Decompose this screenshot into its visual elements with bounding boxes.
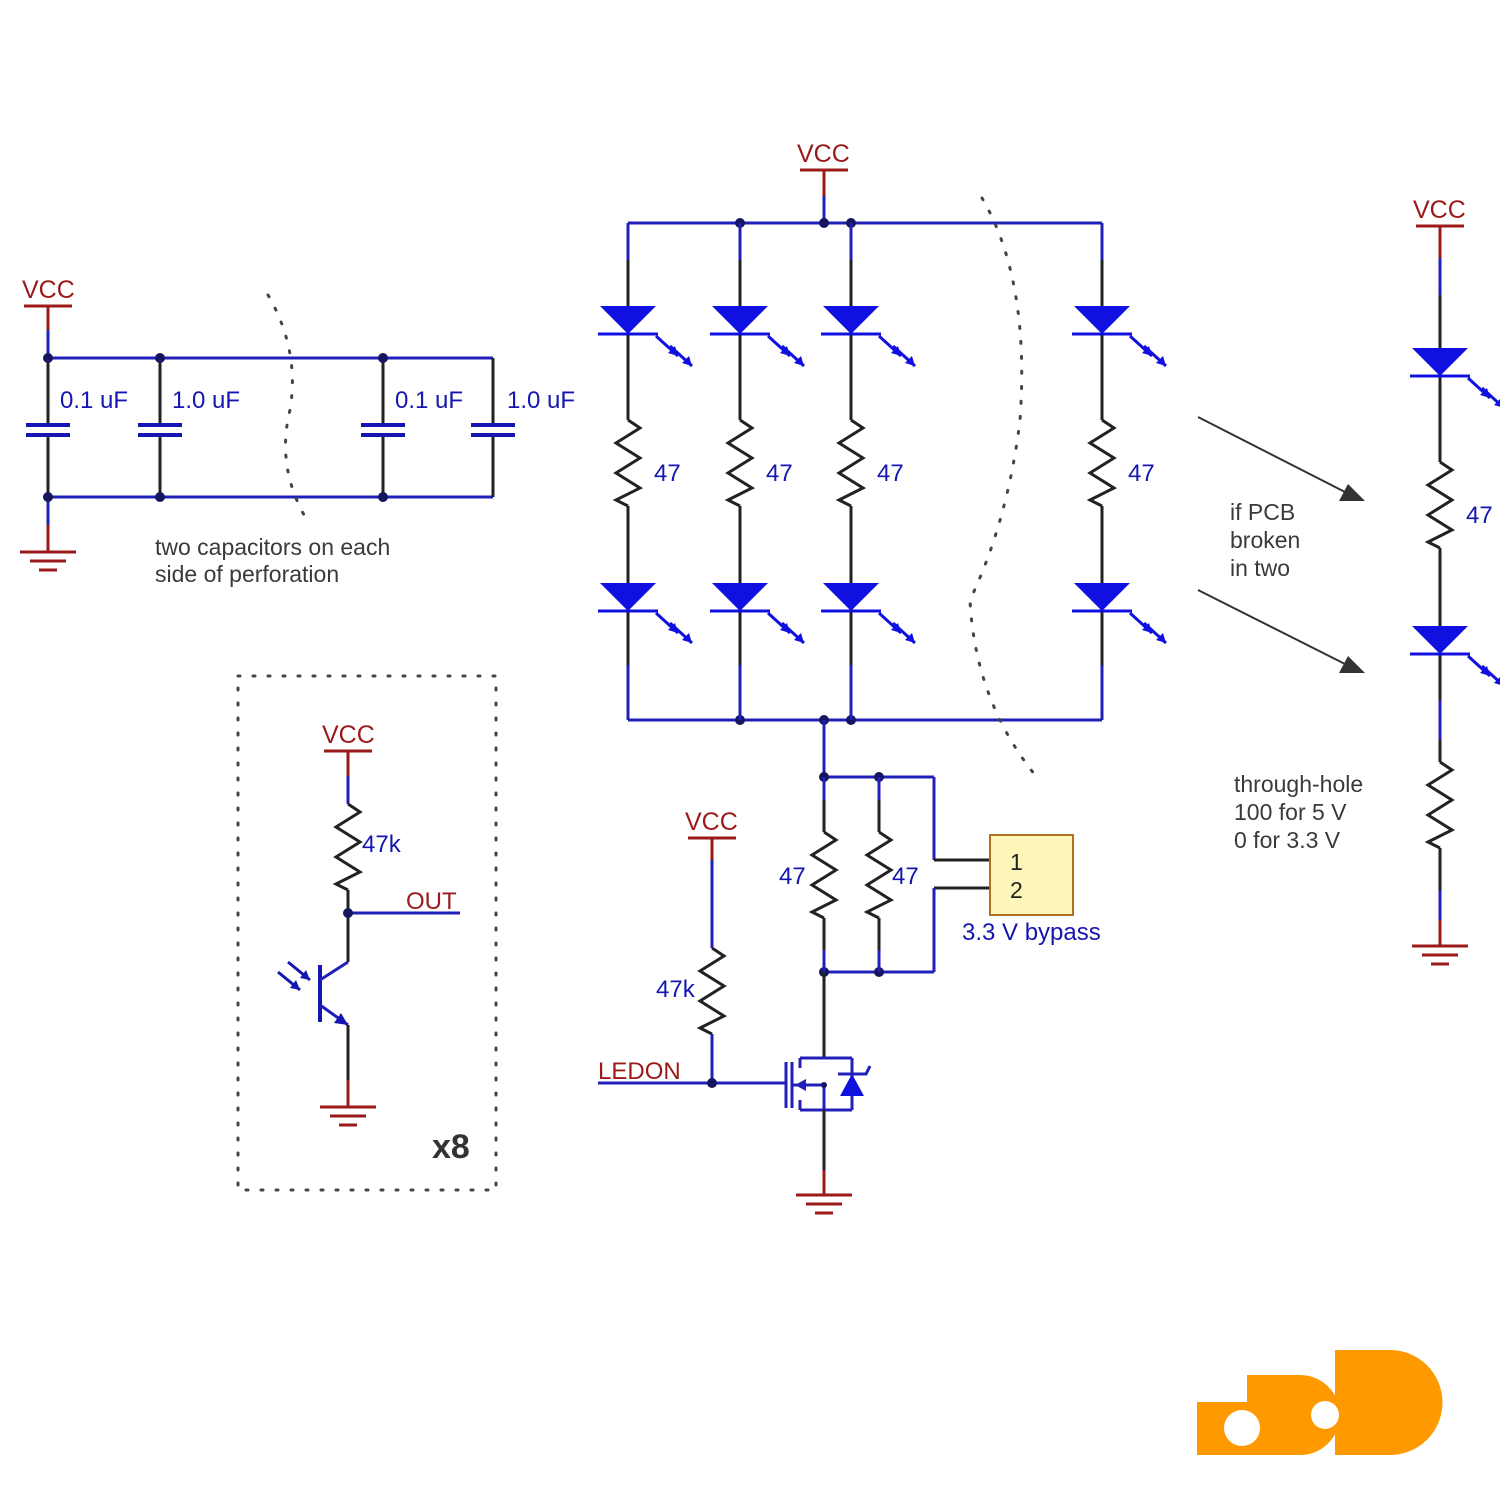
vcc-label-gate: VCC (685, 808, 738, 836)
phototransistor-icon (277, 960, 349, 1027)
through-hole-line2: 100 for 5 V (1234, 799, 1347, 825)
ground-symbol (794, 1193, 854, 1215)
broken-note-line2: broken (1230, 527, 1300, 553)
multiplier-label: x8 (432, 1128, 470, 1166)
capacitor-2: 1.0 uF (136, 358, 240, 497)
bypass-label: 3.3 V bypass (962, 919, 1101, 946)
capacitor-1: 0.1 uF (24, 358, 128, 497)
resistor-label: 47k (656, 976, 696, 1003)
driver-section: 47 47 1 2 3.3 V bypass (598, 720, 1101, 1215)
led-column-1: 47 (596, 223, 694, 720)
caps-note-line1: two capacitors on each (155, 534, 390, 560)
out-net-label: OUT (406, 888, 457, 915)
ledon-net-label: LEDON (598, 1058, 681, 1085)
led-icon (596, 304, 694, 368)
pololu-logo-icon (1197, 1350, 1443, 1455)
resistor-label: 47k (362, 831, 402, 858)
resistor-label: 47 (877, 460, 904, 487)
led-array: VCC 47 47 (596, 140, 1168, 777)
cap-value-label: 1.0 uF (172, 387, 240, 414)
through-hole-line3: 0 for 3.3 V (1234, 827, 1341, 853)
ground-symbol (18, 550, 78, 572)
mosfet-symbol (784, 1056, 872, 1112)
resistor-label: 47 (1466, 502, 1493, 529)
vcc-label-leds: VCC (797, 140, 850, 168)
resistor-label: 47 (654, 460, 681, 487)
led-column-3: 47 (819, 223, 917, 720)
arrow-icon (1339, 484, 1365, 501)
perforation-line (266, 293, 312, 527)
led-icon (1070, 581, 1168, 645)
led-icon (708, 581, 806, 645)
resistor-right: 47 (863, 777, 919, 972)
cap-value-label: 1.0 uF (507, 387, 575, 414)
broken-pcb-note: if PCB broken in two through-hole 100 fo… (1197, 416, 1365, 853)
cap-value-label: 0.1 uF (60, 387, 128, 414)
connector-pin2: 2 (1010, 877, 1023, 903)
through-hole-line1: through-hole (1234, 771, 1363, 797)
bypass-connector: 1 2 3.3 V bypass (962, 834, 1101, 946)
vcc-label-right: VCC (1413, 196, 1466, 224)
caps-note-line2: side of perforation (155, 561, 339, 587)
vcc-label-sensor: VCC (322, 721, 375, 749)
led-icon (1070, 304, 1168, 368)
resistor-label: 47 (892, 863, 919, 890)
led-icon (1408, 346, 1500, 410)
ground-symbol (318, 1105, 378, 1127)
led-column-4: 47 (1070, 223, 1168, 720)
led-icon (819, 581, 917, 645)
capacitor-3: 0.1 uF (359, 358, 463, 497)
led-icon (1408, 624, 1500, 688)
led-icon (819, 304, 917, 368)
ground-symbol (1410, 944, 1470, 966)
resistor-label: 47 (1128, 460, 1155, 487)
resistor-label: 47 (779, 863, 806, 890)
capacitor-section: VCC 0.1 uF 1.0 uF 0.1 uF (18, 276, 575, 587)
led-column-2: 47 (708, 223, 806, 720)
resistor-label: 47 (766, 460, 793, 487)
single-led-column: VCC 47 (1408, 196, 1500, 966)
led-icon (708, 304, 806, 368)
cap-value-label: 0.1 uF (395, 387, 463, 414)
connector-pin1: 1 (1010, 849, 1023, 875)
led-icon (596, 581, 694, 645)
broken-note-line3: in two (1230, 555, 1290, 581)
capacitor-4: 1.0 uF (469, 358, 575, 497)
phototransistor-box: VCC 47k OUT x8 (236, 674, 498, 1192)
resistor-left: 47 (779, 777, 840, 972)
perforation-line (968, 196, 1037, 777)
broken-note-line1: if PCB (1230, 499, 1295, 525)
vcc-label-caps: VCC (22, 276, 75, 304)
arrow-icon (1339, 656, 1365, 673)
